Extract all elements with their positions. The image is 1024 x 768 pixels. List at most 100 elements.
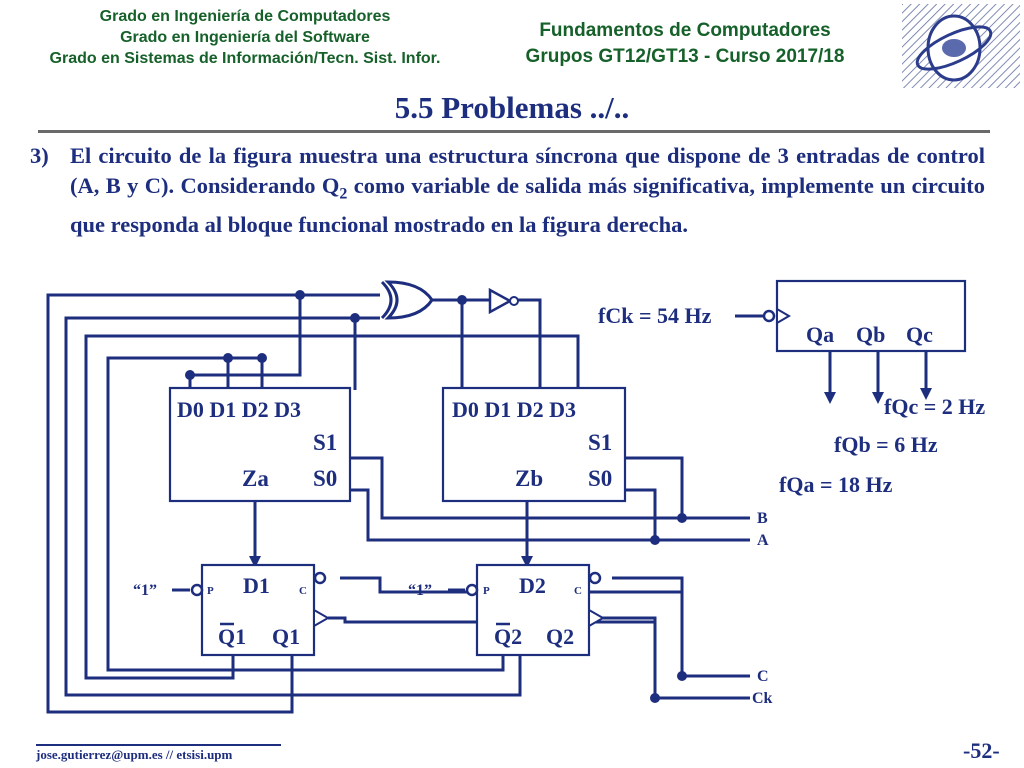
junction-ck-bus	[650, 693, 660, 703]
mux-b-s0: S0	[588, 466, 612, 491]
university-logo-icon	[902, 4, 1020, 88]
problem-text-sub: 2	[339, 185, 348, 203]
wire-q2-feedback	[64, 316, 522, 697]
header-course: Fundamentos de Computadores Grupos GT12/…	[485, 18, 885, 70]
mux-a-out: Za	[242, 466, 269, 491]
bus-label-c: C	[757, 668, 769, 685]
course-name: Fundamentos de Computadores	[539, 20, 831, 41]
functional-block: Qa Qb Qc fCk = 54 Hz fQc = 2 Hz fQb = 6 …	[598, 279, 985, 497]
mux-b-out: Zb	[515, 466, 543, 491]
xor-gate-icon	[380, 280, 434, 320]
output-qb: Qb	[856, 322, 885, 347]
arrow-fqb	[872, 392, 884, 404]
freq-qc: fQc = 2 Hz	[884, 394, 985, 419]
junction-c-bus	[677, 671, 687, 681]
flipflop-2: D2 P C Q2 Q2 “1”	[408, 563, 606, 657]
arrow-fqc	[920, 388, 932, 400]
freq-qb: fQb = 6 Hz	[834, 432, 938, 457]
ff1-preset-bubble	[190, 583, 204, 597]
wire-q1-feedback	[46, 293, 380, 714]
junction-xor-out	[457, 295, 467, 305]
freq-ck: fCk = 54 Hz	[598, 303, 712, 328]
junction-q2n-b	[257, 353, 267, 363]
mux-a-s1: S1	[313, 430, 337, 455]
ff2-p: P	[483, 585, 490, 597]
ff2-preset-value: “1”	[408, 582, 432, 599]
circuit-wires	[46, 293, 750, 714]
circuit-arrows	[249, 388, 932, 568]
ff1-clock-icon	[313, 608, 331, 628]
title-divider	[38, 130, 990, 133]
junction-q2-top	[350, 313, 360, 323]
ff1-q: Q1	[272, 624, 300, 649]
circuit-junctions	[185, 290, 687, 703]
mux-a: D0 D1 D2 D3 S1 S0 Za	[168, 386, 352, 503]
mux-b-s1: S1	[588, 430, 612, 455]
wire-mux-b-s1	[625, 456, 684, 518]
functional-block-body	[775, 279, 967, 353]
ff1-qn: Q1	[218, 624, 246, 649]
ff2-q: Q2	[546, 624, 574, 649]
junction-d0	[185, 370, 195, 380]
page-number: -52-	[963, 738, 1000, 763]
ff1-p: P	[207, 585, 214, 597]
arrow-fqa	[824, 392, 836, 404]
mux-a-body	[168, 386, 352, 503]
header-degree-2: Grado en Ingeniería del Software	[120, 29, 370, 46]
ff1-d: D1	[243, 573, 270, 598]
wire-mux-a-s0	[350, 488, 750, 542]
footer-divider	[36, 744, 281, 746]
functional-block-clock-icon	[776, 307, 791, 325]
wire-q2n-feedback	[106, 356, 505, 672]
ff2-clock-icon	[588, 608, 606, 628]
junction-a-bus	[650, 535, 660, 545]
functional-block-clock-bubble	[762, 309, 776, 323]
arrow-zb-d2	[521, 556, 533, 568]
problem-text-1: El circuito de la figura muestra una est…	[70, 143, 985, 198]
junction-q2n-a	[223, 353, 233, 363]
mux-a-s0: S0	[313, 466, 337, 491]
ff2-body	[475, 563, 591, 657]
junction-b-bus	[677, 513, 687, 523]
header-degree-3: Grado en Sistemas de Información/Tecn. S…	[49, 50, 441, 67]
flipflop-1: D1 P C Q1 Q1 “1”	[133, 563, 331, 657]
wire-q1n-feedback	[84, 334, 580, 680]
bus-label-a: A	[757, 532, 769, 549]
mux-b-body	[441, 386, 627, 503]
junction-q1-top	[295, 290, 305, 300]
page-title: 5.5 Problemas ../..	[394, 90, 630, 125]
wire-ck-ff2	[600, 616, 750, 700]
bus-label-b: B	[757, 510, 768, 527]
footer-email: jose.gutierrez@upm.es // etsisi.upm	[36, 747, 233, 762]
course-groups: Grupos GT12/GT13 - Curso 2017/18	[525, 46, 845, 67]
wire-not-out	[518, 298, 542, 390]
bus-label-ck: Ck	[752, 690, 773, 707]
ff2-d: D2	[519, 573, 546, 598]
ff2-clear-bubble	[588, 571, 602, 585]
ff2-preset-bubble	[465, 583, 479, 597]
mux-b-inputs: D0 D1 D2 D3	[452, 397, 576, 422]
header-degree-1: Grado en Ingeniería de Computadores	[99, 8, 391, 25]
problem-number: 3)	[30, 143, 49, 168]
problem-text-2: como variable de salida más significativ…	[70, 173, 985, 237]
wire-mux-a-d0	[188, 295, 302, 390]
ff1-preset-value: “1”	[133, 582, 157, 599]
ff2-qn: Q2	[494, 624, 522, 649]
mux-a-inputs: D0 D1 D2 D3	[177, 397, 301, 422]
problem-statement: 3) El circuito de la figura muestra una …	[30, 141, 985, 240]
mux-b: D0 D1 D2 D3 S1 S0 Zb	[441, 386, 627, 503]
arrow-za-d1	[249, 556, 261, 568]
header-degrees: Grado en Ingeniería de Computadores Grad…	[10, 6, 480, 69]
wire-mux-a-s1	[350, 456, 750, 520]
wire-mux-b-s0	[625, 488, 657, 540]
not-gate-icon	[488, 287, 519, 315]
ff1-c: C	[299, 585, 307, 597]
freq-qa: fQa = 18 Hz	[779, 472, 893, 497]
output-qa: Qa	[806, 322, 834, 347]
wire-c-ff2	[612, 576, 750, 678]
ff2-c: C	[574, 585, 582, 597]
problem-text: El circuito de la figura muestra una est…	[70, 141, 985, 240]
ff1-clear-bubble	[313, 571, 327, 585]
output-qc: Qc	[906, 322, 933, 347]
